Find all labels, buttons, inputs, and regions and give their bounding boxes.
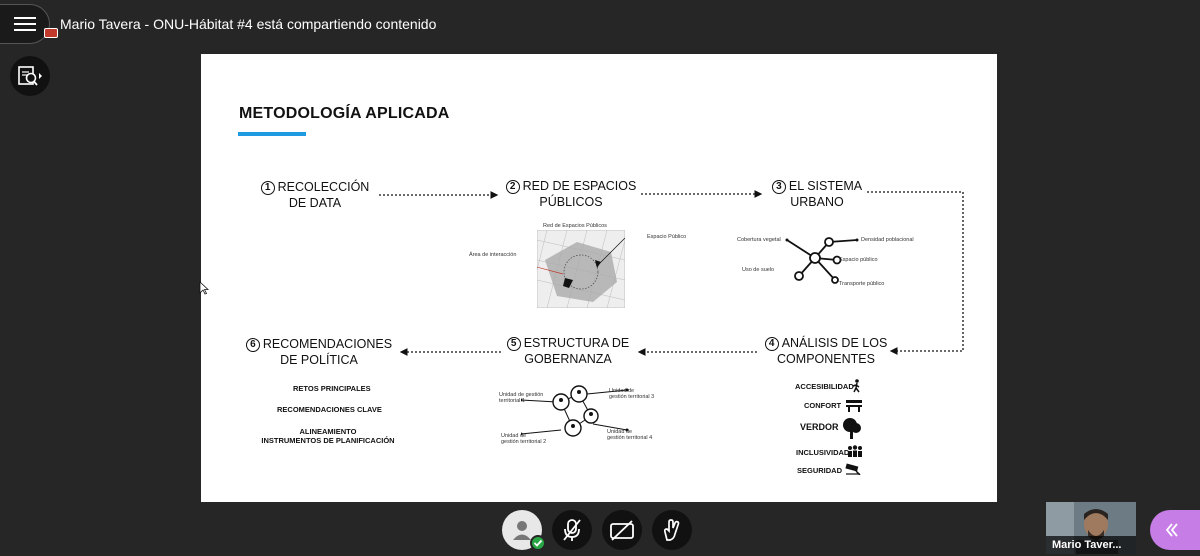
raise-hand-icon: [663, 519, 680, 541]
governance-network: [521, 385, 629, 437]
system-label-espacio: Espacio público: [839, 257, 878, 263]
title-underline: [238, 132, 306, 136]
hamburger-icon: [13, 17, 36, 31]
step-number: 2: [505, 180, 520, 194]
step-label-line2: PÚBLICOS: [539, 195, 603, 209]
rec-alineamiento-line2: INSTRUMENTOS DE PLANIFICACIÓN: [261, 436, 395, 445]
share-status-title: Mario Tavera - ONU-Hábitat #4 está compa…: [60, 16, 437, 32]
menu-button[interactable]: [0, 4, 50, 44]
bench-icon: [846, 400, 862, 412]
component-verdor: VERDOR: [800, 422, 839, 432]
open-panel-button[interactable]: [1150, 510, 1200, 550]
component-confort: CONFORT: [804, 401, 842, 410]
camera-off-icon: [610, 520, 634, 541]
gov-label-unit-1-line1: Unidad de gestión: [499, 392, 544, 398]
component-seguridad: SEGURIDAD: [797, 466, 843, 475]
mouse-cursor-icon: [199, 281, 209, 295]
rec-alineamiento-line1: ALINEAMIENTO: [299, 427, 357, 436]
gov-label-unit-2-line2: gestión territorial 2: [501, 439, 547, 445]
participant-video-thumbnail[interactable]: Mario Taver...: [1046, 502, 1136, 554]
public-space-map: [537, 230, 625, 308]
rec-retos: RETOS PRINCIPALES: [293, 384, 371, 393]
step-label-line2: COMPONENTES: [777, 352, 875, 366]
gov-label-unit-2: Unidad de gestión territorial 2: [501, 433, 546, 445]
rec-alineamiento: ALINEAMIENTO INSTRUMENTOS DE PLANIFICACI…: [258, 427, 398, 445]
search-document-icon: [18, 66, 42, 86]
flow-arrows: [379, 190, 964, 356]
step-label-line1: ESTRUCTURA DE: [523, 336, 630, 350]
urban-system-network: [785, 237, 859, 284]
system-label-densidad: Densidad poblacional: [861, 237, 914, 243]
step-number: 4: [764, 337, 779, 351]
step-label-line2: DE POLÍTICA: [280, 353, 358, 367]
slide-title: METODOLOGÍA APLICADA: [239, 105, 450, 122]
step-label-line2: DE DATA: [288, 196, 342, 210]
gov-label-unit-4-line1: Unidad de: [607, 429, 633, 435]
step-number: 6: [245, 338, 260, 352]
gov-label-unit-1: Unidad de gestión territorial 1: [499, 392, 543, 404]
walking-person-icon: [852, 379, 860, 393]
recording-icon: [44, 28, 58, 38]
map-label-space: Espacio Público: [647, 234, 687, 240]
user-avatar-icon: [513, 521, 531, 540]
rec-clave: RECOMENDACIONES CLAVE: [277, 405, 382, 414]
system-label-cobertura: Cobertura vegetal: [737, 237, 781, 243]
gov-label-unit-3: Unidad de gestión territorial 3: [609, 388, 654, 400]
double-chevron-left-icon: [1165, 523, 1178, 537]
system-label-uso: Uso de suelo: [742, 267, 775, 273]
available-status-icon: [530, 535, 546, 551]
tree-icon: [843, 418, 861, 439]
system-label-transporte: Transporte público: [839, 281, 885, 287]
gov-label-unit-3-line2: gestión territorial 3: [609, 394, 655, 400]
step-number: 3: [771, 180, 786, 194]
step-label-line2: GOBERNANZA: [524, 352, 612, 366]
component-accesibilidad: ACCESIBILIDAD: [795, 382, 854, 391]
step-label-line1: ANÁLISIS DE LOS: [781, 336, 888, 350]
map-label-area: Área de interacción: [469, 252, 517, 258]
gov-label-unit-4: Unidad de gestión territorial 4: [607, 429, 652, 441]
step-number: 1: [260, 181, 275, 195]
step-label-line1: RECOLECCIÓN: [277, 180, 370, 194]
gov-label-unit-4-line2: gestión territorial 4: [607, 435, 653, 441]
gov-label-unit-2-line1: Unidad de: [501, 433, 527, 439]
security-camera-icon: [845, 463, 861, 475]
step-label-line1: RED DE ESPACIOS: [522, 179, 637, 193]
step-label-line1: RECOMENDACIONES: [262, 337, 393, 351]
gov-label-unit-1-line2: territorial 1: [499, 398, 525, 404]
participant-name: Mario Taver...: [1046, 536, 1136, 554]
gov-label-unit-3-line1: Unidad de: [609, 388, 635, 394]
step-label-line1: EL SISTEMA: [788, 179, 863, 193]
step-label-line2: URBANO: [790, 195, 844, 209]
microphone-muted-icon: [563, 519, 581, 541]
step-number: 5: [506, 337, 521, 351]
zoom-tool-button[interactable]: [10, 56, 50, 96]
microphone-toggle-button[interactable]: [552, 510, 592, 550]
raise-hand-button[interactable]: [652, 510, 692, 550]
people-group-icon: [848, 445, 862, 457]
map-title: Red de Espacios Públicos: [543, 223, 607, 229]
camera-toggle-button[interactable]: [602, 510, 642, 550]
component-inclusividad: INCLUSIVIDAD: [796, 448, 850, 457]
